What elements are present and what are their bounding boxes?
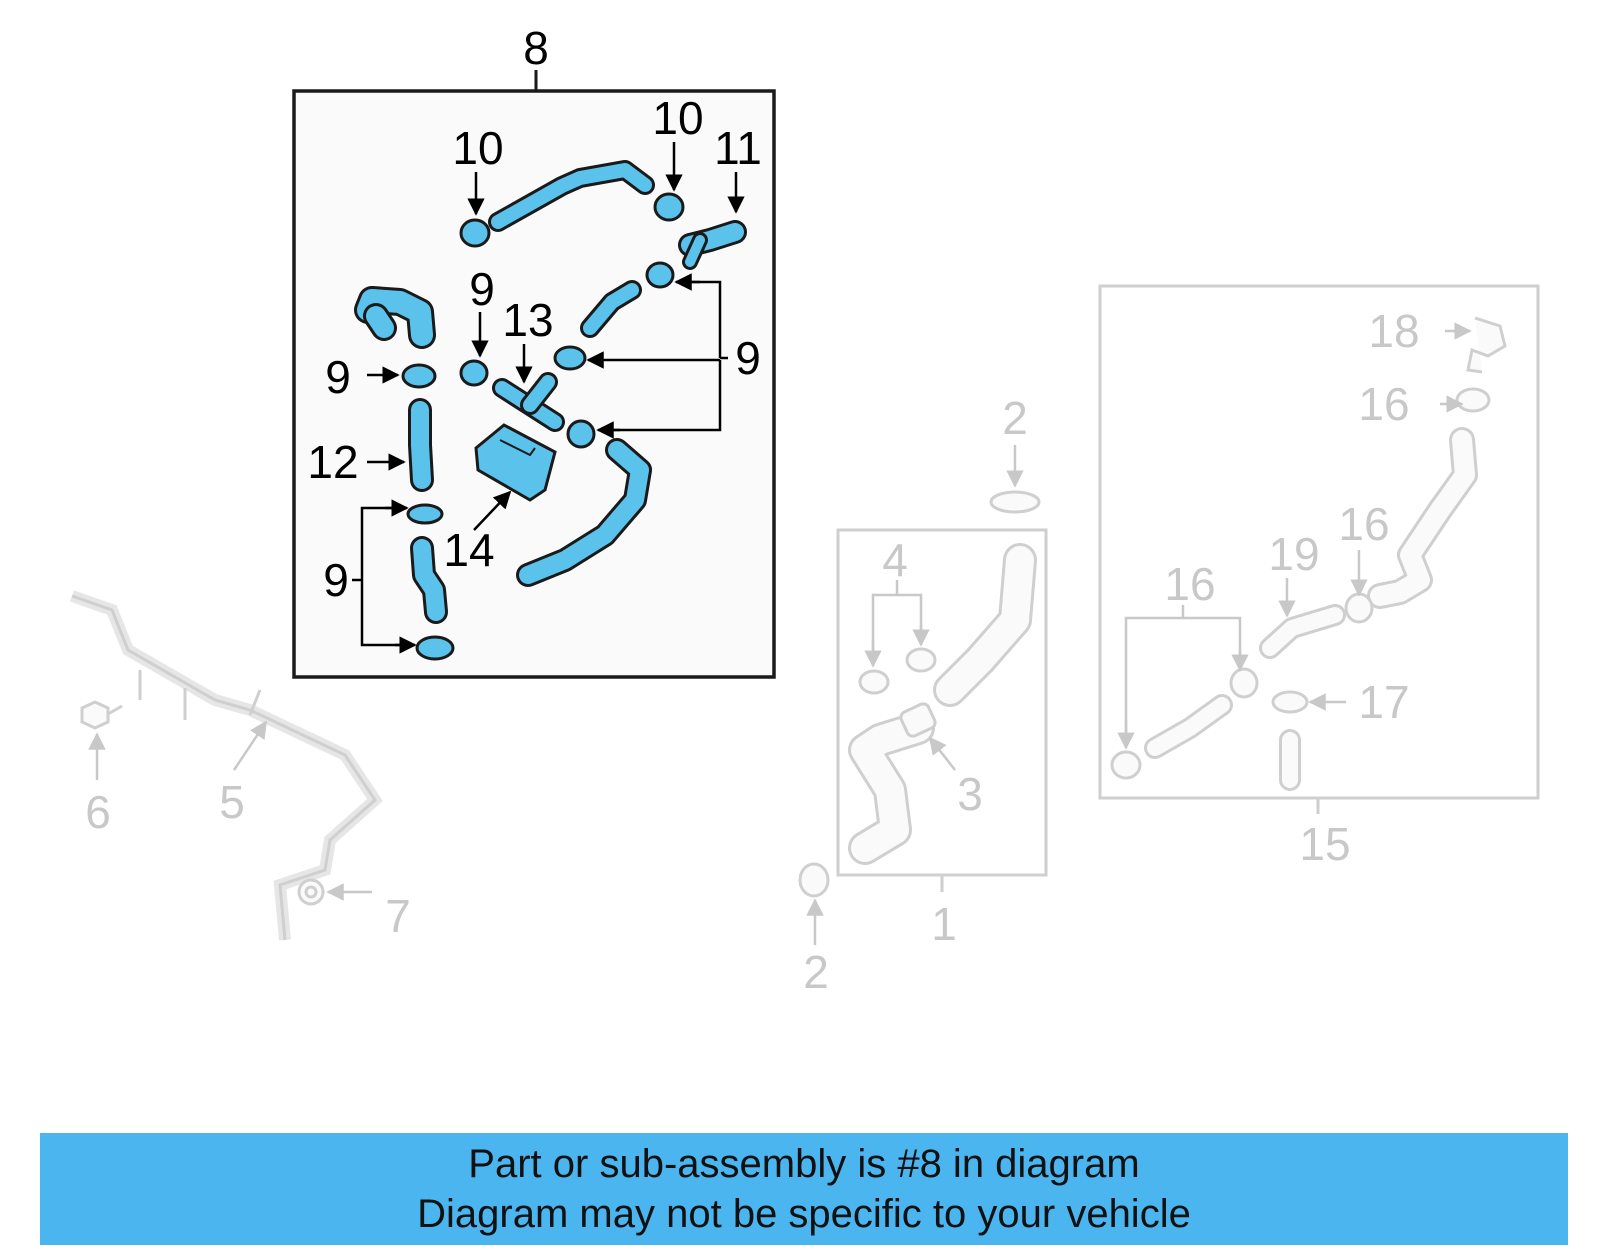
callout-2-top: 2 [1002,392,1028,444]
coolant-pipe-5 [70,590,383,941]
callout-15: 15 [1299,818,1350,870]
hoses-assembly-8 [354,160,747,624]
callout-8: 8 [523,22,549,74]
hose-1 [848,543,1037,865]
callout-16-left: 16 [1164,558,1215,610]
callout-17: 17 [1358,676,1409,728]
clamps-assembly-8 [401,192,685,661]
callout-18: 18 [1368,305,1419,357]
callout-4: 4 [882,534,908,586]
info-banner: Part or sub-assembly is #8 in diagram Di… [40,1133,1568,1245]
callout-9-center: 9 [469,263,495,315]
callout-9-right: 9 [735,332,761,384]
callout-10-left: 10 [452,122,503,174]
banner-line-1: Part or sub-assembly is #8 in diagram [468,1142,1140,1186]
callout-16-mid: 16 [1338,498,1389,550]
callout-2-bottom: 2 [803,946,829,998]
banner-line-2: Diagram may not be specific to your vehi… [417,1192,1191,1236]
callout-11: 11 [714,122,762,174]
callout-9-bottom: 9 [323,554,349,606]
callout-6: 6 [85,786,111,838]
hoses-box-15 [1144,427,1478,791]
callout-9-left: 9 [325,351,351,403]
callout-12: 12 [307,436,358,488]
callout-19: 19 [1268,528,1319,580]
parts-diagram: 8 10 10 11 9 13 9 9 12 14 9 6 5 7 2 4 3 … [70,22,1540,998]
callout-7: 7 [385,890,411,942]
nut-7 [297,878,325,906]
callout-10-right: 10 [652,92,703,144]
callout-5: 5 [219,776,245,828]
callout-1: 1 [931,898,957,950]
callout-3: 3 [957,768,983,820]
subassembly-box-1 [836,528,1048,877]
clamps-box-1 [798,490,1041,898]
callout-14: 14 [443,524,494,576]
callout-13: 13 [502,294,553,346]
callout-16-top: 16 [1358,378,1409,430]
leader-lines-assembly-8 [352,142,745,654]
bolt-6 [80,700,123,730]
bracket-14 [474,423,557,502]
